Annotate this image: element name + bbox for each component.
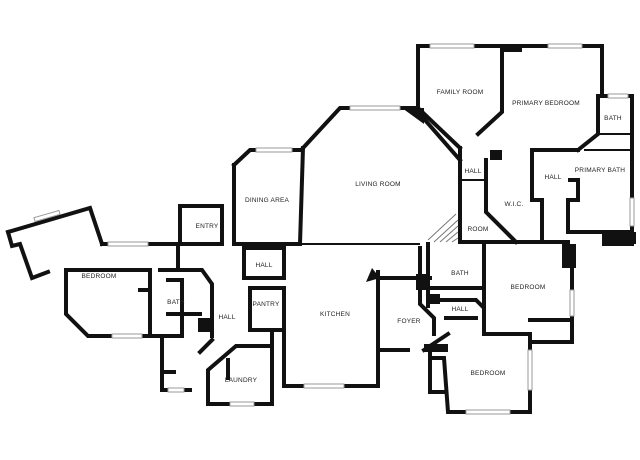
label-bath-west: BATH — [167, 299, 185, 306]
label-bath-primary: BATH — [604, 115, 622, 122]
label-hall-north: HALL — [464, 168, 481, 175]
label-primary-bath: PRIMARY BATH — [575, 167, 626, 174]
label-hall-west: HALL — [255, 262, 272, 269]
label-bedroom-west: BEDROOM — [82, 273, 117, 280]
label-room: ROOM — [467, 226, 488, 233]
label-bedroom-east: BEDROOM — [511, 284, 546, 291]
fixtures — [90, 44, 636, 352]
room-labels: FAMILY ROOM PRIMARY BEDROOM BATH HALL HA… — [82, 89, 626, 384]
label-bedroom-south: BEDROOM — [471, 370, 506, 377]
label-dining-area: DINING AREA — [245, 197, 290, 204]
label-living-room: LIVING ROOM — [355, 181, 401, 188]
label-wic: W.I.C. — [505, 201, 524, 208]
windows — [33, 43, 635, 415]
label-kitchen: KITCHEN — [320, 311, 350, 318]
label-bath-east: BATH — [451, 270, 469, 277]
label-family-room: FAMILY ROOM — [437, 89, 484, 96]
label-hall-east: HALL — [451, 306, 468, 313]
stairs — [427, 213, 459, 243]
label-entry: ENTRY — [196, 223, 219, 230]
label-hall-southwest: HALL — [218, 314, 235, 321]
label-pantry: PANTRY — [253, 301, 280, 308]
walls — [5, 44, 634, 414]
label-laundry: LAUNDRY — [225, 377, 258, 384]
label-primary-bedroom: PRIMARY BEDROOM — [512, 100, 580, 107]
label-foyer: FOYER — [397, 318, 420, 325]
label-hall-closet: HALL — [544, 174, 561, 181]
